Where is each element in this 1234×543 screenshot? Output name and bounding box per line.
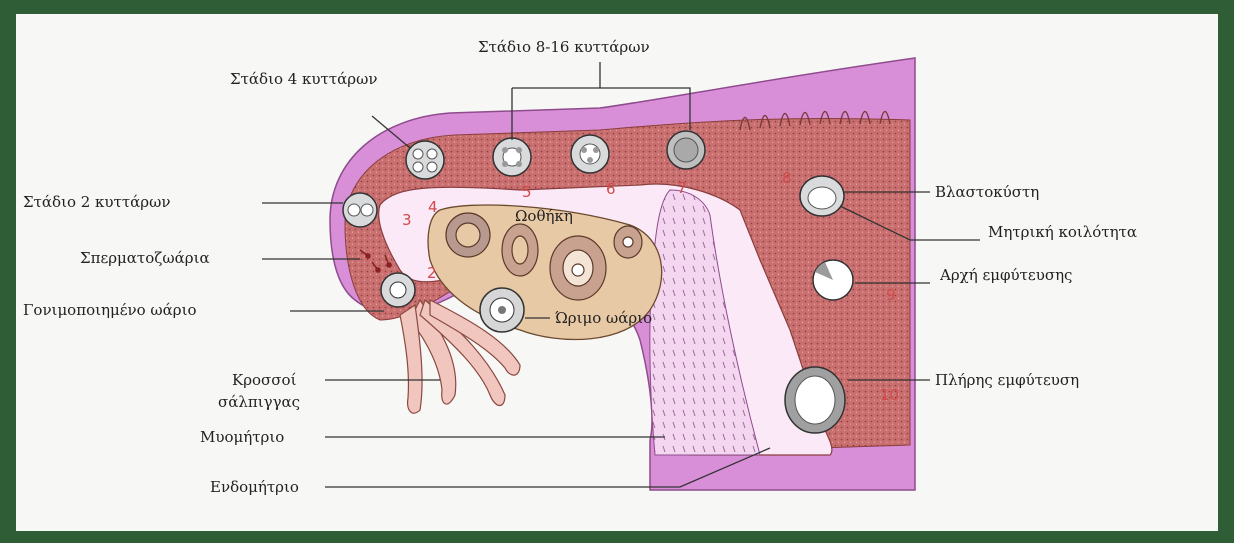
label-blastocyst: Βλαστοκύστη bbox=[935, 183, 1039, 201]
stage-number-10: 10 bbox=[880, 386, 899, 404]
full-implantation-embryo bbox=[785, 367, 845, 433]
stage-number-4: 4 bbox=[428, 198, 438, 216]
stage-number-5: 5 bbox=[522, 183, 532, 201]
early-implantation-embryo bbox=[813, 260, 853, 300]
fertilized-egg bbox=[381, 273, 415, 307]
two-cell-embryo bbox=[343, 193, 377, 227]
stage-number-6: 6 bbox=[606, 180, 616, 198]
label-endometrium: Ενδομήτριο bbox=[210, 478, 299, 496]
label-fimbriae-1: Κροσσοί bbox=[232, 371, 297, 389]
stage-number-9: 9 bbox=[886, 286, 896, 304]
label-fimbriae-2: σάλπιγγας bbox=[218, 393, 300, 411]
label-fertilized-egg: Γονιμοποιημένο ωάριο bbox=[23, 301, 197, 319]
mature-egg bbox=[480, 288, 524, 332]
label-mature-egg: Ώριμο ωάριο bbox=[555, 309, 652, 327]
stage-number-7: 7 bbox=[677, 179, 687, 197]
stage-number-8: 8 bbox=[782, 169, 792, 187]
stage-number-3: 3 bbox=[402, 211, 412, 229]
morula bbox=[667, 131, 705, 169]
label-stage-4: Στάδιο 4 κυττάρων bbox=[230, 70, 377, 88]
label-stage-8-16: Στάδιο 8-16 κυττάρων bbox=[478, 38, 650, 56]
label-ovary: Ωοθήκη bbox=[515, 207, 573, 225]
twelve-cell-embryo bbox=[571, 135, 609, 173]
eight-cell-embryo bbox=[493, 138, 531, 176]
label-uterine-cavity: Μητρική κοιλότητα bbox=[988, 223, 1137, 241]
stage-number-2: 2 bbox=[427, 264, 437, 282]
label-sperm: Σπερματοζωάρια bbox=[80, 249, 210, 267]
label-implantation-start: Αρχή εμφύτευσης bbox=[939, 266, 1072, 284]
label-stage-2: Στάδιο 2 κυττάρων bbox=[23, 193, 170, 211]
blastocyst bbox=[800, 176, 844, 216]
label-implantation-full: Πλήρης εμφύτευση bbox=[935, 371, 1079, 389]
four-cell-embryo bbox=[406, 141, 444, 179]
label-myometrium: Μυομήτριο bbox=[200, 428, 284, 446]
